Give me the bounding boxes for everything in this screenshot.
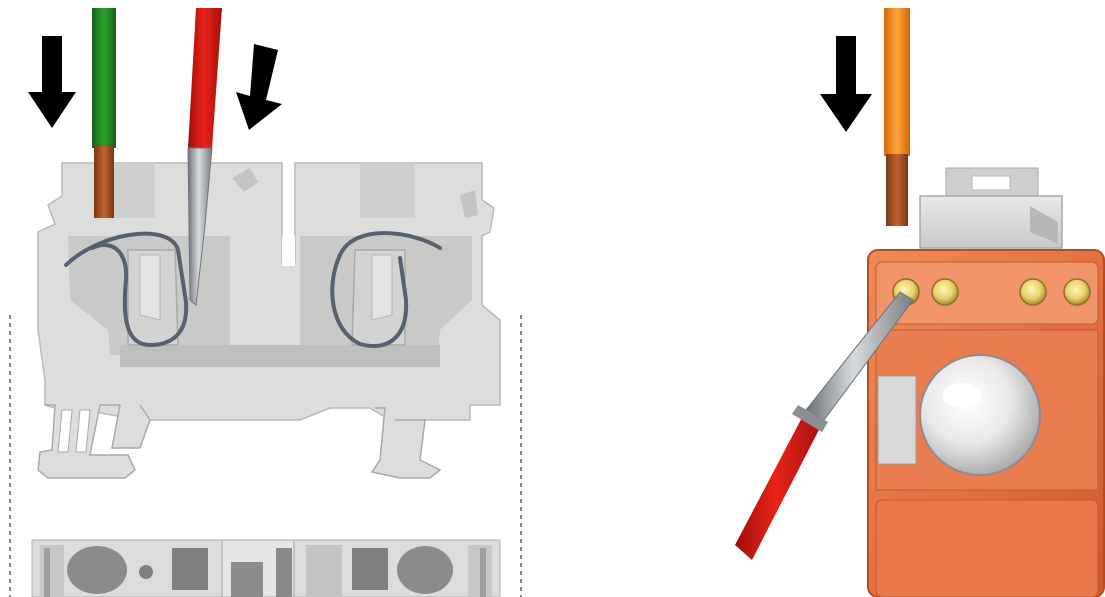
- screw-icon: [1020, 279, 1046, 305]
- down-arrow-icon: [236, 44, 282, 130]
- screw-icon: [1064, 279, 1090, 305]
- din-foot-left: [38, 405, 150, 478]
- red-tool-handle: [188, 8, 222, 148]
- center-slot: [282, 236, 295, 266]
- orange-wire-insulation: [884, 8, 910, 156]
- grey-top-housing: [920, 168, 1062, 248]
- terminal-cross-section: [32, 540, 500, 597]
- lower-band: [876, 500, 1098, 597]
- center-bridge: [120, 345, 440, 367]
- side-window: [878, 376, 916, 464]
- right-terminal-figure: [735, 8, 1104, 597]
- right-cage-notch: [372, 255, 392, 320]
- left-cage-notch: [140, 255, 160, 320]
- down-arrow-icon: [28, 36, 76, 128]
- lens-dome: [920, 355, 1040, 475]
- right-entry-pocket: [360, 163, 415, 218]
- orange-wire-copper: [886, 154, 908, 226]
- down-arrow-icon: [820, 36, 872, 132]
- green-wire-copper: [94, 146, 114, 218]
- green-wire-insulation: [92, 8, 116, 148]
- left-terminal-figure: [10, 8, 521, 597]
- screw-icon: [932, 279, 958, 305]
- red-probe-handle: [735, 410, 824, 560]
- lens-highlight: [942, 383, 982, 407]
